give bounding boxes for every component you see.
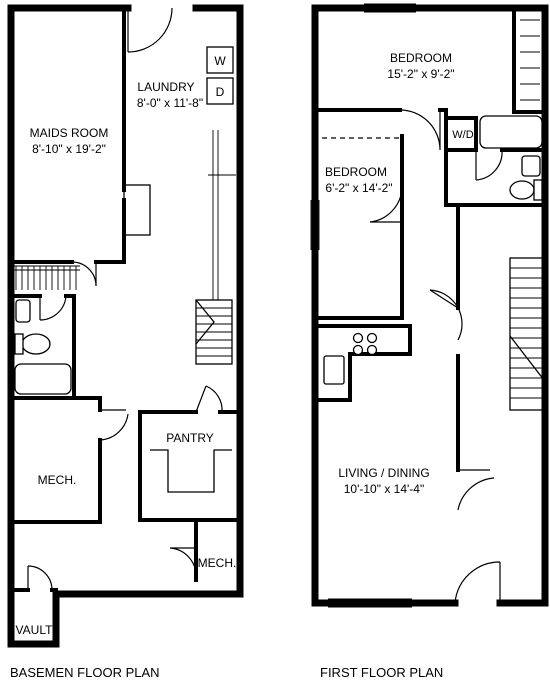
dryer-box [206, 77, 234, 105]
first-floor-toilet [509, 180, 535, 200]
first-floor-window-bottom [328, 598, 412, 608]
vault-name: VAULT [16, 623, 54, 637]
mech-left-name: MECH. [38, 473, 77, 487]
basement-bath-door [39, 295, 67, 321]
kitchen-sink [323, 355, 345, 385]
bedroom-main-dims: 15'-2" x 9'-2" [387, 67, 454, 81]
basement-toilet [21, 333, 51, 355]
cooktop-burner-1 [352, 332, 364, 344]
maids-room-closet-rod [14, 265, 80, 271]
washer-box [206, 46, 234, 74]
basement-exterior-wall [7, 4, 244, 648]
maids-room-door [71, 261, 97, 287]
bedroom-small-name: BEDROOM [325, 165, 387, 179]
basement-bath-wall [9, 294, 76, 400]
pantry-shelf [150, 449, 232, 493]
maids-room-dims: 8'-10" x 19'-2" [32, 142, 106, 156]
basement-sink [15, 299, 31, 323]
bedroom-closet-hatch [520, 19, 540, 101]
first-floor-plan [310, 3, 549, 608]
laundry-name: LAUNDRY [137, 80, 194, 94]
basement-toilet-tank [14, 333, 24, 355]
closet-hatch [15, 266, 77, 290]
living-dining-dims: 10'-10" x 14'-4" [344, 482, 424, 496]
first-floor-plan-title: FIRST FLOOR PLAN [320, 665, 443, 680]
first-floor-side-door [457, 469, 495, 511]
bedroom-main-south-wall [313, 108, 448, 152]
bedroom-main-door [399, 109, 441, 151]
kitchen-counter [318, 324, 412, 402]
basement-floor-plan-title: BASEMEN FLOOR PLAN [10, 665, 160, 680]
first-floor-window-top [364, 3, 416, 13]
first-floor-entry-door [454, 561, 501, 604]
washer-label: W [214, 54, 226, 68]
laundry-dims: 8'-0" x 11'-8" [137, 96, 203, 110]
first-floor-stair-arrow [509, 335, 545, 381]
first-floor-toilet-tank [533, 179, 543, 201]
bedroom-small-dims: 6'-2" x 14'-2" [325, 181, 392, 195]
living-dining-name: LIVING / DINING [338, 466, 429, 480]
mech-right-name: MECH. [198, 556, 237, 570]
cooktop-burner-4 [366, 344, 378, 356]
mech-right-door [169, 547, 197, 577]
dryer-label: D [216, 85, 225, 99]
basement-tub [14, 363, 72, 395]
first-floor-bath-wall [444, 148, 547, 207]
washer-dryer-label: W/D [452, 129, 473, 141]
mech-left-door [99, 409, 129, 441]
vault-door [27, 565, 53, 591]
bedroom-closet-wall [512, 6, 547, 114]
first-floor-window-side [310, 200, 320, 250]
bedroom-small-door [369, 185, 403, 223]
bedroom-small-east-wall [318, 134, 404, 320]
basement-floor-plan [7, 4, 244, 648]
first-floor-stair-treads [510, 267, 544, 399]
bedroom-main-name: BEDROOM [390, 51, 452, 65]
first-floor-sink [521, 155, 541, 177]
first-floor-hall-door [429, 289, 463, 341]
first-floor-exterior-wall [311, 4, 549, 607]
basement-stair-arrow [195, 299, 215, 345]
first-floor-tub [479, 115, 543, 149]
basement-top-door [127, 7, 173, 53]
laundry-counter [208, 130, 236, 300]
cooktop-burner-3 [352, 344, 364, 356]
first-floor-stair [509, 257, 545, 411]
cooktop-burner-2 [366, 332, 378, 344]
maids-room-name: MAIDS ROOM [30, 126, 109, 140]
pantry-wall [138, 410, 242, 522]
first-floor-bath-door [475, 149, 503, 181]
pantry-name: PANTRY [166, 431, 214, 445]
maids-room-closet [123, 184, 151, 236]
basement-stair-treads [196, 307, 232, 357]
pantry-door [195, 385, 223, 413]
mech-left-wall [9, 396, 102, 524]
